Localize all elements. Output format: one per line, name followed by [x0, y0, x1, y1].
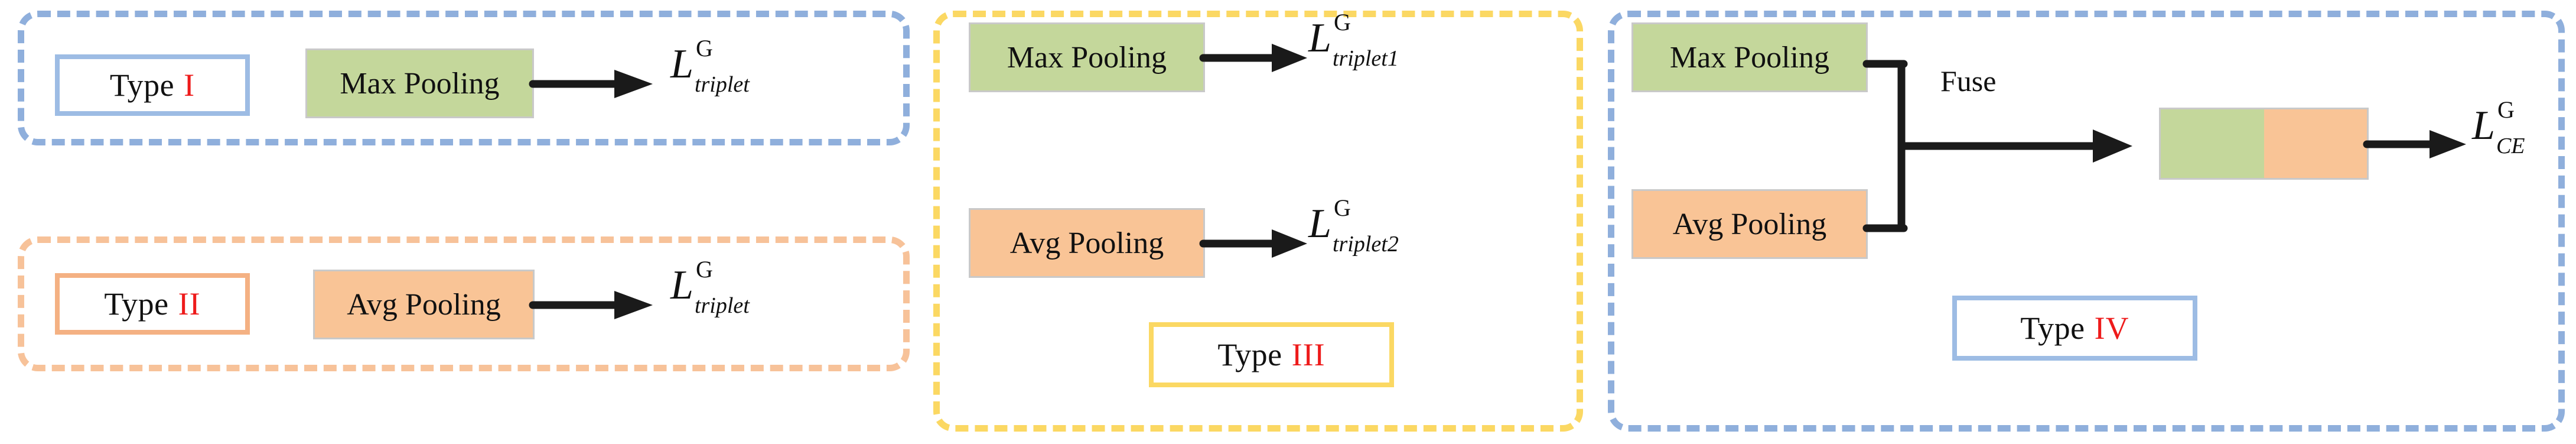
loss-subscript-2: triplet [694, 293, 750, 318]
block-label-max-pooling-3: Max Pooling [1007, 40, 1167, 74]
type-word-2: Type [104, 286, 169, 322]
loss-base-3b: L [1308, 201, 1331, 247]
block-max-pooling-3: Max Pooling [969, 22, 1205, 92]
panel-type-3 [933, 11, 1583, 432]
block-label-max-pooling-4: Max Pooling [1669, 40, 1830, 74]
panel-type-1 [18, 11, 910, 145]
loss-base-4: L [2472, 103, 2495, 148]
loss-superscript-2: G [695, 255, 713, 283]
block-max-pooling-4: Max Pooling [1631, 22, 1868, 92]
loss-label-triplet-2: L G triplet [670, 257, 750, 317]
block-avg-pooling-4: Avg Pooling [1631, 189, 1868, 259]
fused-feature-block-4 [2159, 108, 2369, 180]
block-label-avg-pooling-2: Avg Pooling [347, 287, 501, 322]
block-max-pooling-1: Max Pooling [305, 48, 534, 118]
loss-subscript-3b: triplet2 [1332, 231, 1399, 257]
block-avg-pooling-2: Avg Pooling [313, 270, 535, 339]
arrow-max-to-loss-1 [529, 70, 653, 98]
type-word-3: Type [1217, 337, 1282, 372]
loss-superscript-1: G [695, 34, 713, 61]
loss-label-triplet1-3: L G triplet1 [1308, 10, 1399, 70]
loss-base-2: L [670, 262, 693, 308]
loss-base-3a: L [1308, 15, 1331, 61]
fused-half-green [2161, 109, 2264, 178]
arrow-avg-to-loss-3 [1199, 229, 1307, 258]
loss-base-1: L [670, 41, 693, 87]
loss-label-triplet2-3: L G triplet2 [1308, 196, 1399, 257]
loss-superscript-3a: G [1333, 8, 1351, 35]
fused-half-orange [2264, 109, 2367, 178]
block-avg-pooling-3: Avg Pooling [969, 208, 1205, 278]
type-numeral-2: II [178, 286, 201, 322]
loss-subscript-1: triplet [694, 72, 750, 97]
arrow-fused-to-loss-4 [2363, 130, 2466, 158]
loss-label-triplet-1: L G triplet [670, 36, 750, 96]
fuse-operation-label-4: Fuse [1940, 64, 1997, 98]
connector-fuse-bracket-4 [1862, 60, 2132, 232]
panel-type-2 [18, 236, 910, 371]
type-word-1: Type [109, 67, 175, 103]
panel-type-4 [1608, 11, 2565, 432]
block-label-avg-pooling-4: Avg Pooling [1672, 207, 1827, 241]
type-label-box-2: Type II [55, 273, 250, 335]
block-label-max-pooling-1: Max Pooling [340, 66, 500, 101]
loss-subscript-4: CE [2496, 133, 2525, 158]
type-numeral-4: IV [2094, 310, 2129, 346]
loss-superscript-3b: G [1333, 194, 1351, 221]
loss-label-ce-4: L G CE [2472, 98, 2525, 158]
loss-superscript-4: G [2497, 96, 2515, 123]
block-label-avg-pooling-3: Avg Pooling [1009, 226, 1164, 260]
arrow-max-to-loss-3 [1199, 44, 1307, 72]
loss-subscript-3a: triplet1 [1332, 46, 1399, 71]
type-numeral-1: I [184, 67, 196, 103]
type-label-box-3: Type III [1149, 322, 1394, 387]
type-label-box-4: Type IV [1952, 296, 2197, 361]
type-word-4: Type [2020, 310, 2085, 346]
type-numeral-3: III [1291, 337, 1326, 372]
type-label-box-1: Type I [55, 54, 250, 116]
arrow-avg-to-loss-2 [529, 291, 653, 319]
